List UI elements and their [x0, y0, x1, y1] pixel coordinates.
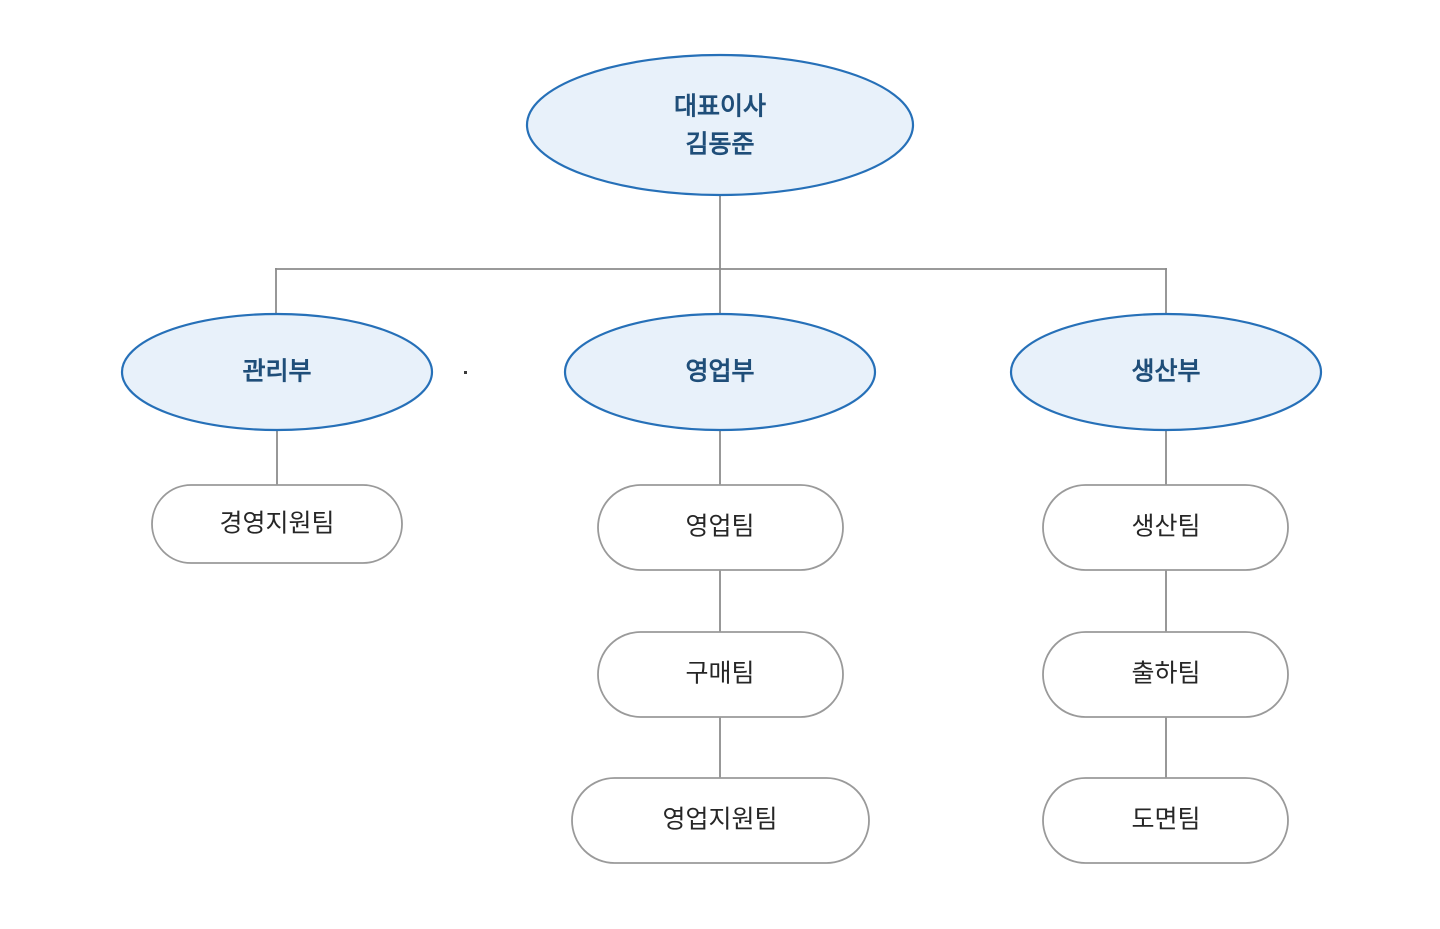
team-shipping-box-shape	[1042, 631, 1289, 718]
node-team-purchasing[interactable]: 구매팀	[597, 631, 844, 718]
node-team-sales-support[interactable]: 영업지원팀	[571, 777, 870, 864]
node-team-shipping[interactable]: 출하팀	[1042, 631, 1289, 718]
stray-dot-artifact	[464, 371, 467, 374]
team-mgmt-support-box-shape	[151, 484, 403, 564]
node-dept-production[interactable]: 생산부	[1009, 312, 1323, 432]
ceo-title-label: 대표이사	[674, 93, 766, 121]
dept-production-label: 생산부	[1131, 358, 1200, 386]
dept-sales-label: 영업부	[685, 358, 754, 386]
team-shipping-label: 출하팀	[1131, 660, 1200, 688]
node-ceo[interactable]: 대표이사 김동준	[525, 53, 915, 197]
ceo-name-label: 김동준	[685, 131, 754, 159]
node-team-drawing[interactable]: 도면팀	[1042, 777, 1289, 864]
node-dept-management[interactable]: 관리부	[120, 312, 434, 432]
dept-production-ellipse-shape	[1009, 312, 1323, 432]
team-production-box-shape	[1042, 484, 1289, 571]
dept-sales-ellipse-shape	[563, 312, 877, 432]
team-purchasing-label: 구매팀	[685, 660, 754, 688]
dept-management-label: 관리부	[242, 358, 311, 386]
team-sales-support-label: 영업지원팀	[662, 806, 777, 834]
team-drawing-label: 도면팀	[1131, 806, 1200, 834]
connector-layer	[275, 195, 1167, 780]
ceo-ellipse-shape	[525, 53, 915, 197]
team-sales-label: 영업팀	[685, 513, 754, 541]
node-team-production[interactable]: 생산팀	[1042, 484, 1289, 571]
node-team-sales[interactable]: 영업팀	[597, 484, 844, 571]
team-production-label: 생산팀	[1131, 513, 1200, 541]
team-sales-support-box-shape	[571, 777, 870, 864]
team-drawing-box-shape	[1042, 777, 1289, 864]
node-dept-sales[interactable]: 영업부	[563, 312, 877, 432]
node-team-mgmt-support[interactable]: 경영지원팀	[151, 484, 403, 564]
team-sales-box-shape	[597, 484, 844, 571]
team-mgmt-support-label: 경영지원팀	[219, 510, 334, 538]
dept-management-ellipse-shape	[120, 312, 434, 432]
team-purchasing-box-shape	[597, 631, 844, 718]
